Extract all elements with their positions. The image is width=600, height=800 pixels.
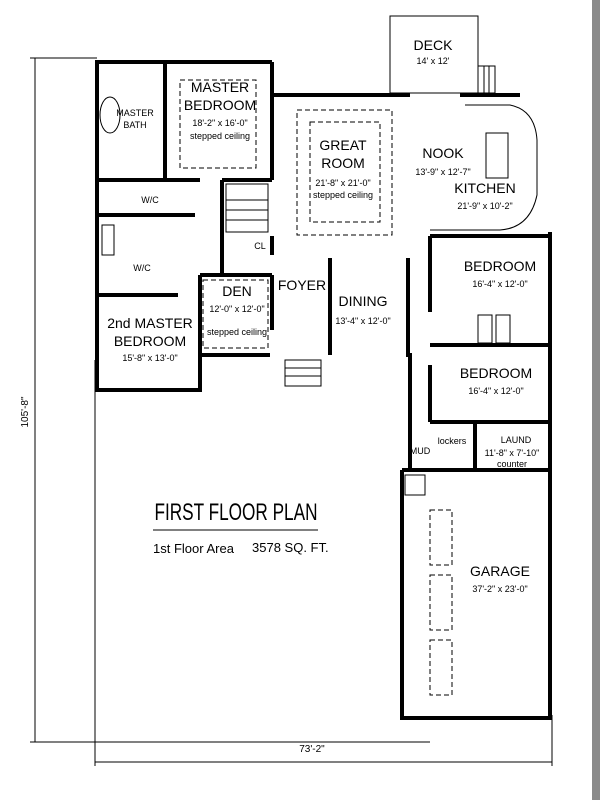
mud-label: MUD	[410, 446, 431, 456]
dining-label: DINING	[339, 293, 388, 309]
laundry-label: LAUND	[501, 435, 532, 445]
great-room-label-1: GREAT	[319, 137, 367, 153]
exterior-walls	[95, 60, 552, 720]
wic-label-2: W/C	[133, 263, 151, 273]
deck	[389, 15, 496, 94]
foyer-label: FOYER	[278, 277, 326, 293]
second-master-label-1: 2nd MASTER	[107, 315, 193, 331]
laundry-size: 11'-8" x 7'-10"	[485, 448, 540, 458]
plan-title: FIRST FLOOR PLAN	[155, 499, 318, 526]
laundry-note: counter	[497, 459, 527, 469]
bedroom-2-size: 16'-4" x 12'-0"	[468, 386, 523, 396]
nook-size: 13'-9" x 12'-7"	[415, 167, 470, 177]
master-bedroom-label-1: MASTER	[191, 79, 249, 95]
kitchen-counter	[430, 104, 538, 231]
garage-label: GARAGE	[470, 563, 530, 579]
area-value: 3578 SQ. FT.	[252, 540, 329, 555]
deck-size: 14' x 12'	[417, 56, 450, 66]
kitchen-label: KITCHEN	[454, 180, 515, 196]
master-bedroom-label-2: BEDROOM	[184, 97, 256, 113]
wic-label-1: W/C	[141, 195, 159, 205]
closet-label: CL	[254, 241, 266, 251]
dining-size: 13'-4" x 12'-0"	[335, 316, 390, 326]
den-note: stepped ceiling	[207, 327, 267, 337]
bedroom-1-label: BEDROOM	[464, 258, 536, 274]
stairs	[225, 183, 426, 496]
den-size: 12'-0" x 12'-0"	[209, 304, 264, 314]
interior-walls	[97, 62, 550, 470]
bath-fixtures	[99, 96, 511, 344]
master-bedroom-size: 18'-2" x 16'-0"	[192, 118, 247, 128]
master-bath-label-2: BATH	[123, 120, 146, 130]
master-bedroom-note: stepped ceiling	[190, 131, 250, 141]
second-master-size: 15'-8" x 13'-0"	[122, 353, 177, 363]
den-label: DEN	[222, 283, 252, 299]
deck-label: DECK	[414, 37, 454, 53]
second-master-label-2: BEDROOM	[114, 333, 186, 349]
overall-depth-label: 105'-8"	[20, 396, 31, 427]
dimension-lines	[30, 57, 553, 766]
kitchen-size: 21'-9" x 10'-2"	[457, 201, 512, 211]
bedroom-1-size: 16'-4" x 12'-0"	[472, 279, 527, 289]
overall-width-label: 73'-2"	[299, 744, 325, 755]
great-room-label-2: ROOM	[321, 155, 365, 171]
garage-size: 37'-2" x 23'-0"	[472, 584, 527, 594]
nook-label: NOOK	[422, 145, 464, 161]
great-room-size: 21'-8" x 21'-0"	[315, 178, 370, 188]
area-label: 1st Floor Area	[153, 541, 235, 556]
great-room-note: stepped ceiling	[313, 190, 373, 200]
lockers-label: lockers	[438, 436, 467, 446]
bedroom-2-label: BEDROOM	[460, 365, 532, 381]
master-bath-label-1: MASTER	[116, 108, 154, 118]
stepped-ceiling-outlines	[179, 79, 453, 696]
edge-bar	[592, 0, 600, 800]
